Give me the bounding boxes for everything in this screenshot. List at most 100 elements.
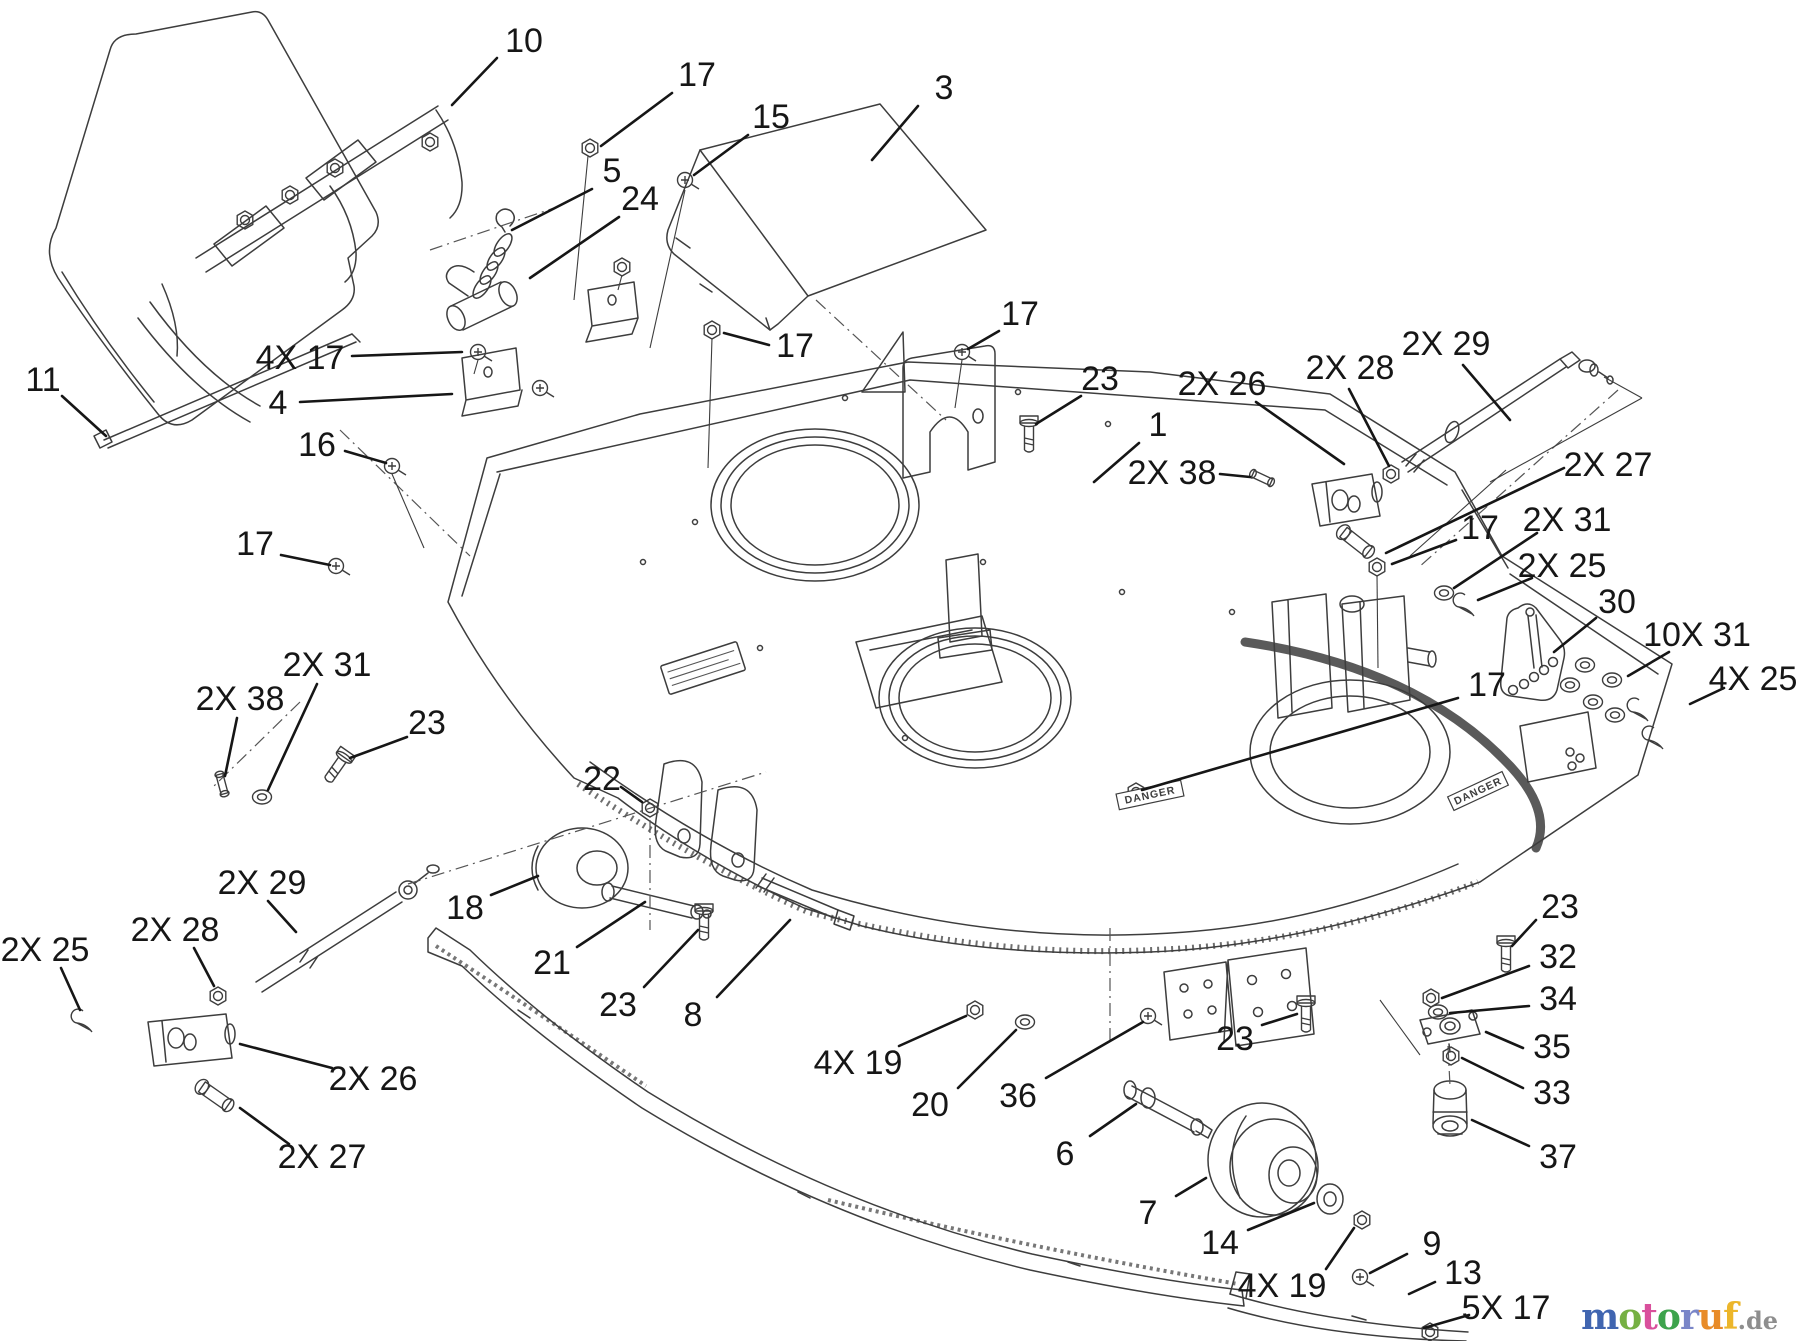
- callout-label: 23: [1541, 888, 1579, 926]
- callout-leader-line: [1484, 1030, 1525, 1050]
- callout-label: 1: [1149, 406, 1168, 444]
- callout-label: 6: [1056, 1135, 1075, 1173]
- callout-label: 4X 17: [256, 339, 345, 377]
- callout-leader-line: [1324, 1226, 1356, 1271]
- callout-leader-line: [1470, 1118, 1531, 1148]
- callout-label: 13: [1444, 1254, 1482, 1292]
- callout-label: 9: [1423, 1225, 1442, 1263]
- callout-label: 2X 26: [1178, 365, 1267, 403]
- dash-dot-line: [339, 429, 471, 557]
- callout-label: 10: [505, 22, 543, 60]
- discharge-deflector: [666, 103, 987, 331]
- callout-label: 33: [1533, 1074, 1571, 1112]
- callout-leader-line: [489, 874, 540, 897]
- dash-dot-line: [815, 299, 947, 421]
- callout-leader-line: [1452, 531, 1539, 590]
- callout-leader-line: [1218, 472, 1252, 479]
- screw-fastener-icon: [676, 171, 700, 190]
- callout-leader-line: [1254, 400, 1346, 466]
- callout-label: 2X 25: [1, 931, 90, 969]
- callout-label: 21: [533, 944, 571, 982]
- callout-label: 23: [599, 986, 637, 1024]
- callout-leader-line: [1407, 1280, 1437, 1296]
- callout-leader-line: [619, 785, 644, 804]
- callout-leader-line: [298, 392, 454, 404]
- callout-label: 2X 31: [283, 646, 372, 684]
- callout-leader-line: [528, 215, 621, 280]
- callout-leader-line: [1552, 616, 1598, 654]
- washer-fastener-icon: [1433, 585, 1455, 601]
- callout-label: 23: [408, 704, 446, 742]
- nut-fastener-icon: [581, 138, 599, 158]
- logo-letter: r: [1679, 1296, 1699, 1338]
- boltv-fastener-icon: [324, 745, 357, 783]
- logo-letter: f: [1723, 1296, 1738, 1338]
- screw-fastener-icon: [531, 379, 555, 398]
- callout-leader-line: [223, 716, 239, 778]
- connector-line: [649, 189, 686, 349]
- washer-fastener-icon: [1582, 694, 1604, 710]
- washer-fastener-icon: [1427, 1004, 1449, 1020]
- connector-line: [1376, 574, 1379, 669]
- washer-fastener-icon: [1601, 672, 1623, 688]
- callout-leader-line: [266, 899, 298, 934]
- mower-deck-shell: [447, 331, 1673, 1047]
- callout-leader-line: [60, 394, 108, 438]
- callout-leader-line: [350, 350, 464, 358]
- roller-assembly: [531, 759, 855, 931]
- callout-label: 17: [1468, 666, 1506, 704]
- spring-assembly: [445, 208, 518, 332]
- boltv-fastener-icon: [1496, 935, 1516, 973]
- pin-fastener-icon: [1248, 468, 1276, 488]
- callout-leader-line: [1440, 964, 1531, 1000]
- callout-leader-line: [192, 946, 216, 988]
- callout-label: 17: [1461, 509, 1499, 547]
- callout-label: 35: [1533, 1028, 1571, 1066]
- caster-wheel-assembly: [1123, 1009, 1481, 1218]
- callout-label: 36: [999, 1077, 1037, 1115]
- callout-leader-line: [238, 1042, 334, 1070]
- connector-line: [954, 359, 963, 409]
- logo-suffix: .de: [1737, 1306, 1778, 1335]
- callout-leader-line: [1044, 1020, 1145, 1080]
- washer-fastener-icon: [1574, 657, 1596, 673]
- hairpin-fastener-icon: [1641, 725, 1664, 750]
- nut-fastener-icon: [966, 1000, 984, 1020]
- grass-catcher-cover: [48, 10, 463, 426]
- nut-fastener-icon: [703, 320, 721, 340]
- danger-decal: DANGER: [1446, 770, 1510, 812]
- callout-leader-line: [59, 966, 82, 1012]
- callout-label: 32: [1539, 938, 1577, 976]
- callout-label: 4X 19: [814, 1044, 903, 1082]
- callout-leader-line: [1368, 1252, 1409, 1275]
- callout-label: 8: [684, 996, 703, 1034]
- nut-fastener-icon: [1353, 1210, 1371, 1230]
- dash-dot-line: [213, 701, 301, 787]
- callout-label: 16: [298, 426, 336, 464]
- pinbig-fastener-icon: [194, 1078, 235, 1113]
- boltv-fastener-icon: [1019, 415, 1039, 453]
- callout-leader-line: [1448, 1004, 1531, 1015]
- connector-line: [1603, 376, 1643, 399]
- callout-leader-line: [348, 735, 409, 760]
- hairpin-fastener-icon: [70, 1008, 93, 1033]
- nut-fastener-icon: [641, 798, 659, 818]
- screw-fastener-icon: [469, 343, 493, 362]
- boltv-fastener-icon: [1296, 995, 1316, 1033]
- callout-label: 34: [1539, 980, 1577, 1018]
- motoruf-logo[interactable]: motoruf.de: [1581, 1299, 1778, 1335]
- callout-label: 2X 29: [1402, 325, 1491, 363]
- callout-label: 4: [269, 384, 288, 422]
- callout-leader-line: [238, 1106, 291, 1146]
- washer-fastener-icon: [251, 789, 273, 805]
- callout-leader-line: [450, 56, 499, 107]
- callout-label: 3: [935, 69, 954, 107]
- nut-fastener-icon: [1368, 557, 1386, 577]
- pin-fastener-icon: [214, 770, 230, 798]
- callout-leader-line: [1140, 696, 1460, 792]
- screw-fastener-icon: [1351, 1268, 1375, 1287]
- callout-leader-line: [1510, 918, 1538, 948]
- screw-fastener-icon: [383, 457, 407, 476]
- callout-leader-line: [575, 900, 647, 949]
